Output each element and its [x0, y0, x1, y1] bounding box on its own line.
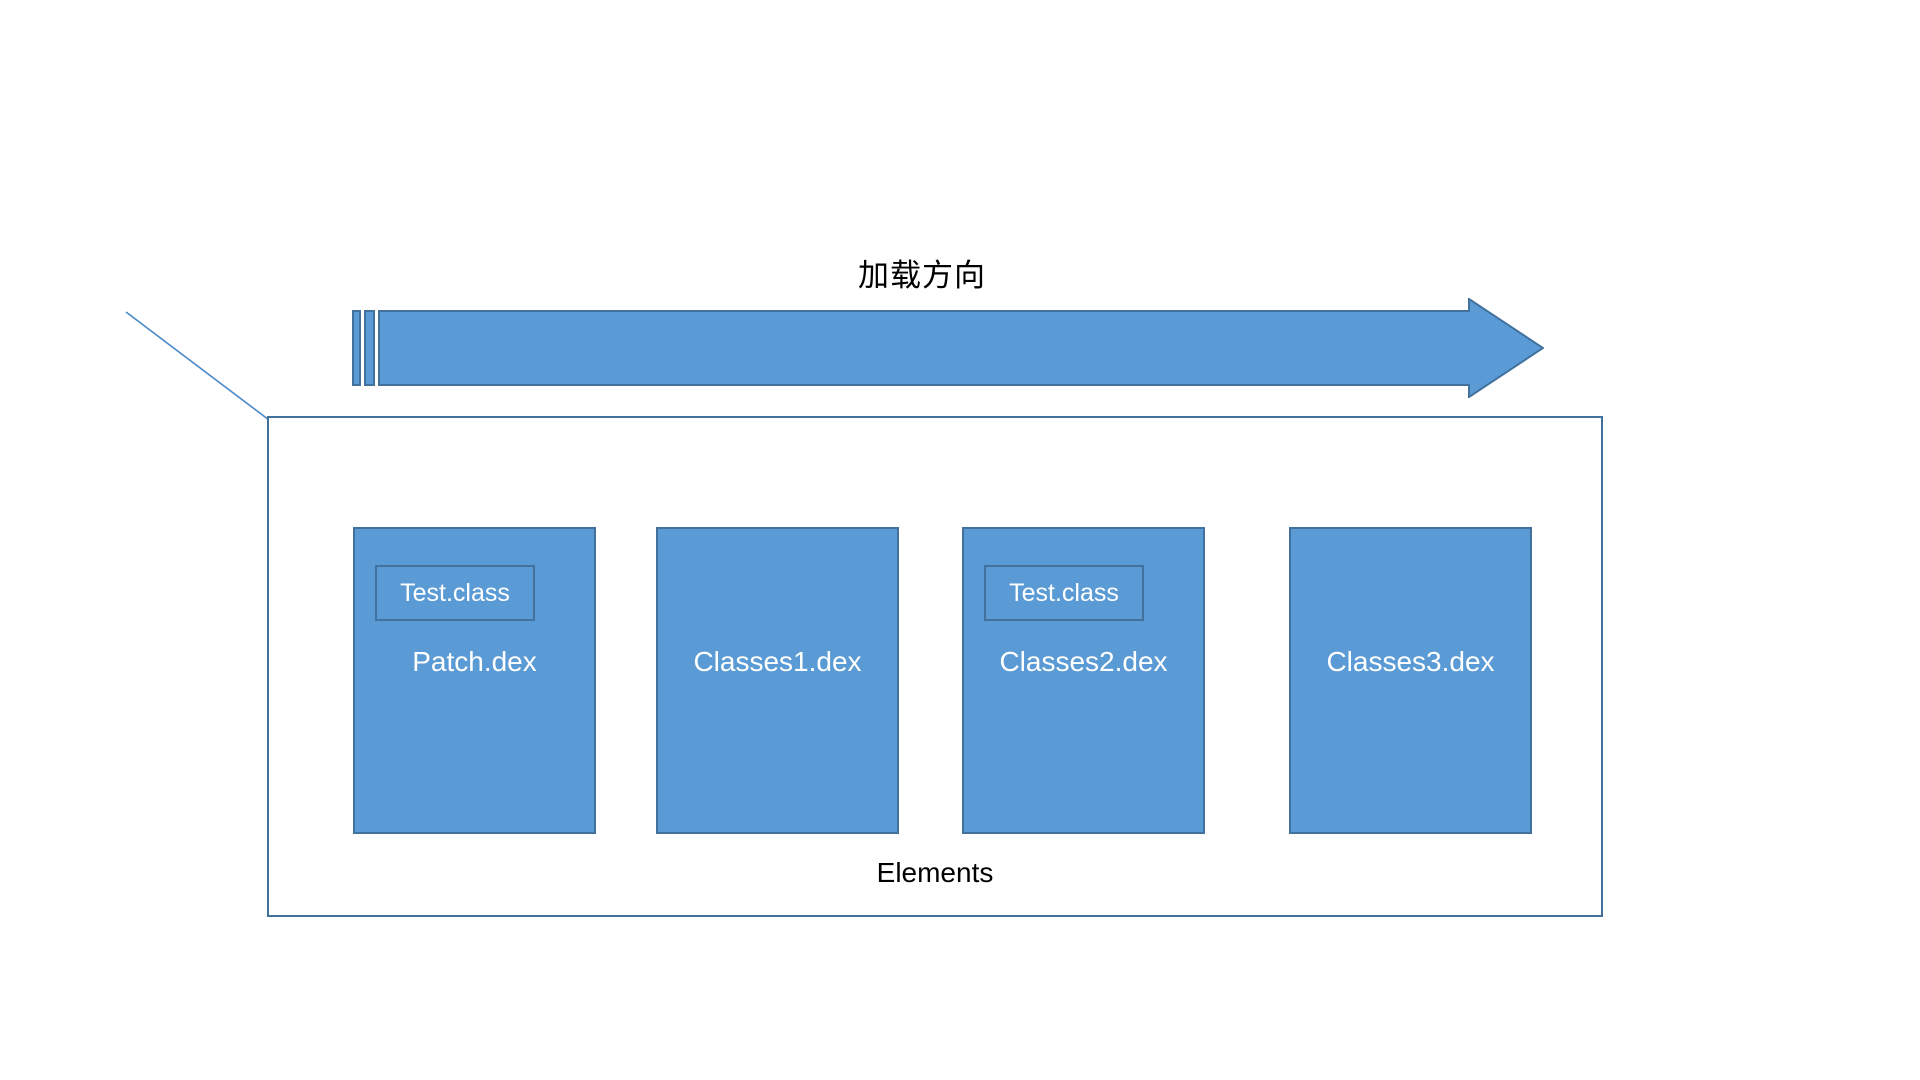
dex-box-label-classes1: Classes1.dex	[693, 646, 862, 677]
load-direction-arrow	[352, 298, 1544, 398]
class-chip-patch[interactable]: Test.class	[375, 565, 535, 621]
arrow-tail-stripe-2	[364, 310, 375, 386]
dex-box-label-patch: Patch.dex	[412, 646, 537, 677]
dex-box-classes3[interactable]: Classes3.dex	[1289, 527, 1532, 834]
dex-box-patch[interactable]: Test.class Patch.dex	[353, 527, 596, 834]
class-chip-classes2[interactable]: Test.class	[984, 565, 1144, 621]
arrow-body-and-head	[378, 298, 1544, 398]
dex-box-classes2[interactable]: Test.class Classes2.dex	[962, 527, 1205, 834]
load-direction-arrow-shape	[352, 298, 1544, 398]
load-direction-caption: 加载方向	[858, 258, 986, 293]
elements-container-label: Elements	[876, 857, 994, 888]
class-chip-label: Test.class	[1009, 578, 1119, 607]
dex-box-label-classes2: Classes2.dex	[999, 646, 1168, 677]
dex-box-label-classes3: Classes3.dex	[1326, 646, 1495, 677]
dex-box-row: Test.class Patch.dex Classes1.dex Test.c…	[353, 527, 1533, 834]
dex-box-classes1[interactable]: Classes1.dex	[656, 527, 899, 834]
class-chip-label: Test.class	[400, 578, 510, 607]
arrow-tail-stripe-1	[352, 310, 361, 386]
